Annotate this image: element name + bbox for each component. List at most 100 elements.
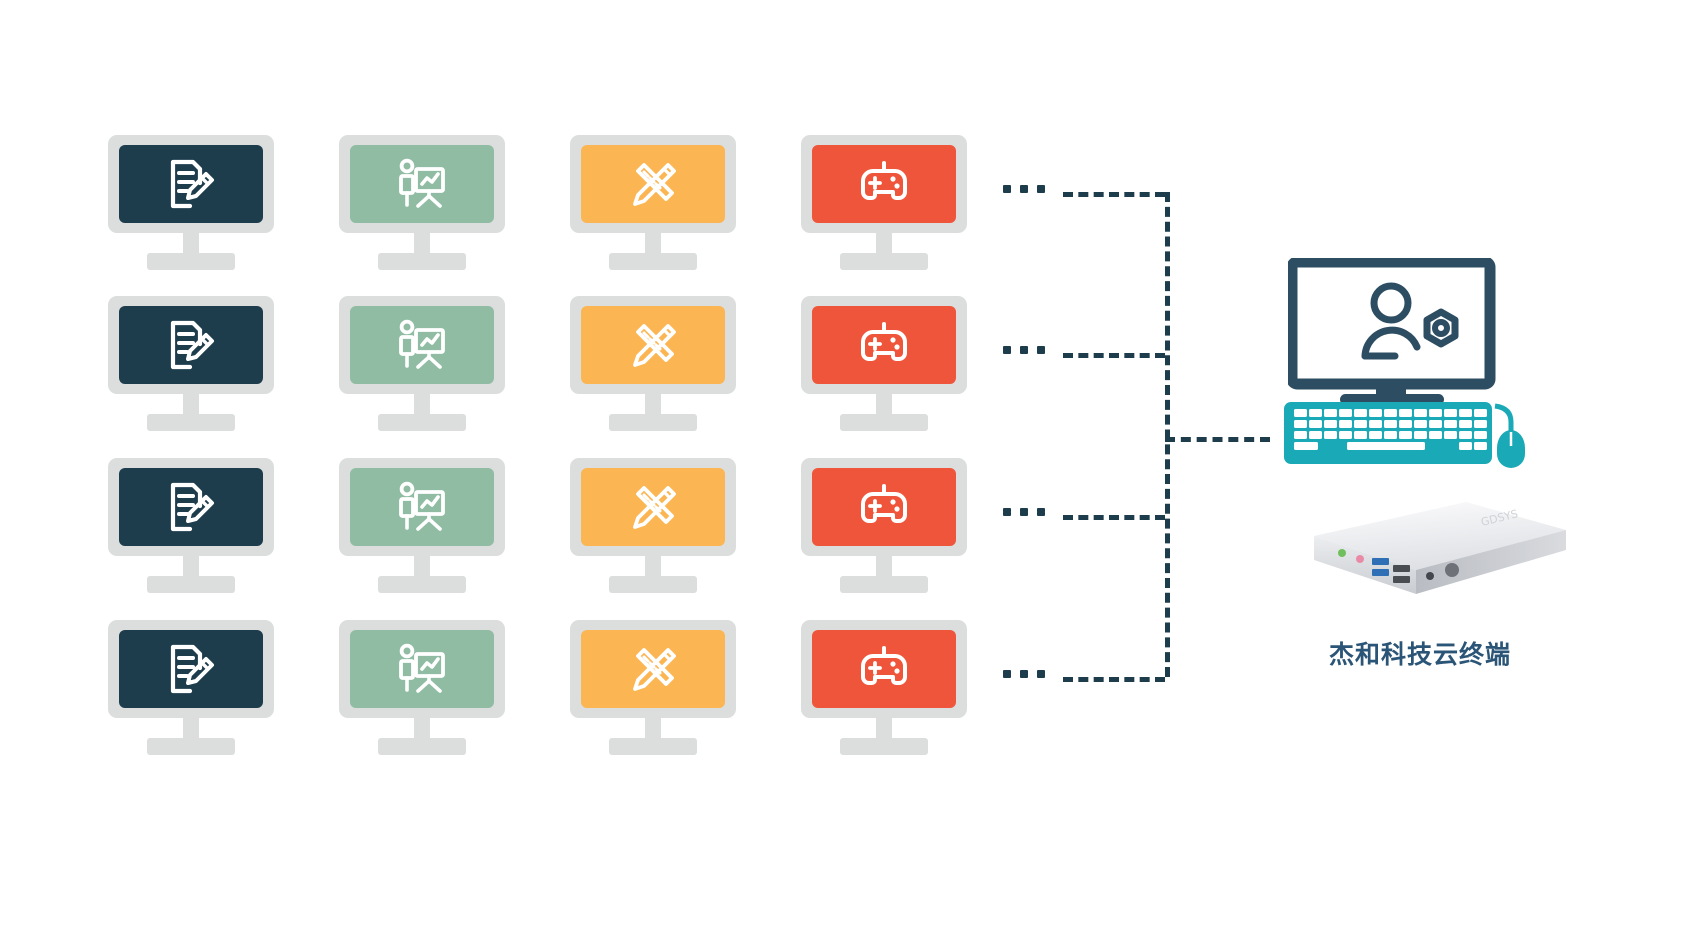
mini-pc-thin-client[interactable]: GDSYS bbox=[1270, 490, 1570, 620]
ellipsis-dot bbox=[1003, 346, 1011, 354]
usb-port-1 bbox=[1372, 558, 1389, 565]
client-monitor-design-r3[interactable] bbox=[570, 458, 736, 593]
ellipsis-dot bbox=[1037, 185, 1045, 193]
presentation-board-icon bbox=[399, 643, 445, 693]
monitor-stand-base bbox=[840, 738, 928, 755]
monitor-bezel bbox=[801, 135, 967, 233]
ellipsis-dot bbox=[1020, 185, 1028, 193]
client-monitor-game-r1[interactable] bbox=[801, 135, 967, 270]
connector-branch-r2 bbox=[1063, 353, 1165, 358]
ruler-pencil-icon bbox=[633, 486, 676, 529]
ruler-pencil-icon bbox=[633, 163, 676, 206]
monitor-screen-game bbox=[812, 468, 956, 546]
monitor-screen-design bbox=[581, 306, 725, 384]
connector-branch-r4 bbox=[1063, 677, 1165, 682]
monitor-stand-base bbox=[609, 414, 697, 431]
client-monitor-presentation-r1[interactable] bbox=[339, 135, 505, 270]
ellipsis-dot bbox=[1020, 508, 1028, 516]
client-monitor-game-r4[interactable] bbox=[801, 620, 967, 755]
connector-trunk-to-terminal bbox=[1165, 437, 1270, 442]
monitor-screen-design bbox=[581, 145, 725, 223]
ruler-pencil-icon bbox=[633, 648, 676, 691]
monitor-stand-neck bbox=[183, 556, 199, 579]
ellipsis-dot bbox=[1003, 185, 1011, 193]
audio-out-jack bbox=[1338, 549, 1346, 557]
minipc-side bbox=[1416, 530, 1566, 594]
monitor-stand-base bbox=[147, 414, 235, 431]
client-monitor-design-r1[interactable] bbox=[570, 135, 736, 270]
row-ellipsis-r2 bbox=[1003, 346, 1045, 354]
monitor-stand-neck bbox=[414, 718, 430, 741]
client-monitor-design-r2[interactable] bbox=[570, 296, 736, 431]
client-monitor-document-r2[interactable] bbox=[108, 296, 274, 431]
client-monitor-document-r3[interactable] bbox=[108, 458, 274, 593]
monitor-stand-base bbox=[147, 738, 235, 755]
monitor-screen-presentation bbox=[350, 468, 494, 546]
monitor-screen-game bbox=[812, 306, 956, 384]
monitor-bezel bbox=[570, 135, 736, 233]
monitor-stand-neck bbox=[876, 718, 892, 741]
monitor-stand-base bbox=[609, 253, 697, 270]
gamepad-icon bbox=[861, 161, 907, 200]
monitor-screen-presentation bbox=[350, 630, 494, 708]
monitor-screen-design bbox=[581, 468, 725, 546]
client-monitor-design-r4[interactable] bbox=[570, 620, 736, 755]
monitor-stand-base bbox=[147, 253, 235, 270]
connector-branch-r3 bbox=[1063, 515, 1165, 520]
ellipsis-dot bbox=[1003, 670, 1011, 678]
client-monitor-game-r3[interactable] bbox=[801, 458, 967, 593]
monitor-bezel bbox=[339, 296, 505, 394]
mouse-cable bbox=[1494, 403, 1514, 432]
monitor-stand-neck bbox=[414, 556, 430, 579]
ellipsis-dot bbox=[1020, 346, 1028, 354]
monitor-stand-neck bbox=[645, 233, 661, 256]
client-monitor-presentation-r2[interactable] bbox=[339, 296, 505, 431]
monitor-screen-design bbox=[581, 630, 725, 708]
minipc-top bbox=[1314, 502, 1566, 570]
ellipsis-dot bbox=[1037, 508, 1045, 516]
round-connector bbox=[1445, 563, 1459, 577]
client-monitor-document-r4[interactable] bbox=[108, 620, 274, 755]
monitor-screen-game bbox=[812, 145, 956, 223]
mic-in-jack bbox=[1356, 555, 1364, 563]
admin-monitor[interactable] bbox=[1288, 258, 1498, 408]
client-monitor-document-r1[interactable] bbox=[108, 135, 274, 270]
monitor-stand-base bbox=[609, 576, 697, 593]
cloud-terminal-group: GDSYS 杰和科技云终端 bbox=[1270, 250, 1570, 710]
monitor-bezel bbox=[339, 458, 505, 556]
ellipsis-dot bbox=[1037, 670, 1045, 678]
monitor-stand-base bbox=[840, 576, 928, 593]
monitor-bezel bbox=[339, 135, 505, 233]
monitor-stand-base bbox=[840, 414, 928, 431]
monitor-stand-neck bbox=[183, 718, 199, 741]
client-monitor-presentation-r3[interactable] bbox=[339, 458, 505, 593]
monitor-bezel bbox=[801, 620, 967, 718]
client-monitor-presentation-r4[interactable] bbox=[339, 620, 505, 755]
client-monitor-game-r2[interactable] bbox=[801, 296, 967, 431]
monitor-stand-base bbox=[378, 576, 466, 593]
cloud-terminal-label: 杰和科技云终端 bbox=[1328, 641, 1511, 669]
presentation-board-icon bbox=[399, 319, 445, 369]
document-edit-icon bbox=[170, 320, 214, 370]
monitor-screen-document bbox=[119, 468, 263, 546]
row-ellipsis-r3 bbox=[1003, 508, 1045, 516]
keyboard[interactable] bbox=[1282, 400, 1542, 470]
monitor-bezel bbox=[570, 620, 736, 718]
monitor-stand-neck bbox=[414, 233, 430, 256]
monitor-stand-base bbox=[378, 414, 466, 431]
monitor-bezel bbox=[570, 458, 736, 556]
connector-branch-r1 bbox=[1063, 192, 1165, 197]
monitor-bezel bbox=[801, 458, 967, 556]
monitor-stand-base bbox=[378, 738, 466, 755]
user-settings-icon bbox=[1361, 282, 1421, 360]
monitor-stand-neck bbox=[183, 394, 199, 417]
power-button bbox=[1426, 572, 1434, 580]
gamepad-icon bbox=[861, 484, 907, 523]
usb-port-3 bbox=[1393, 565, 1410, 572]
monitor-bezel bbox=[108, 135, 274, 233]
monitor-stand-base bbox=[840, 253, 928, 270]
gamepad-icon bbox=[861, 322, 907, 361]
gear-hex-icon bbox=[1423, 308, 1459, 348]
monitor-bezel bbox=[570, 296, 736, 394]
